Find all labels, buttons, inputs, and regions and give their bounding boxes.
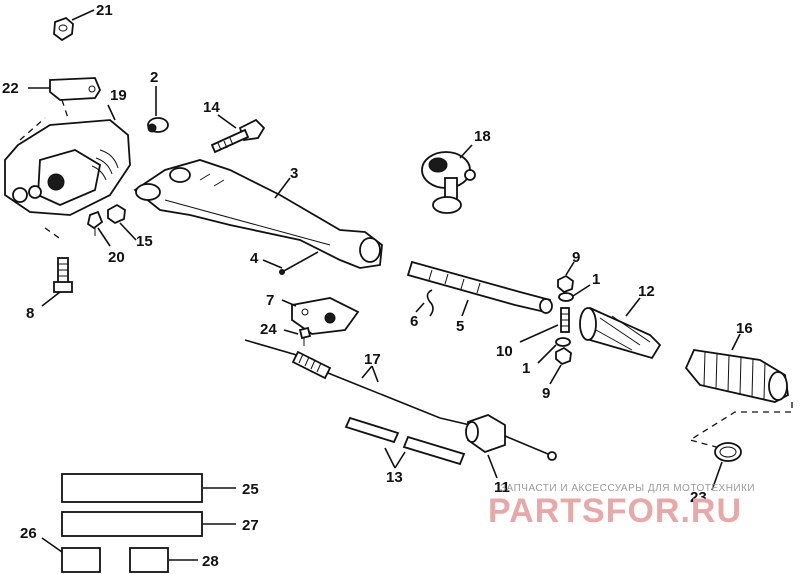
callout-16: 16: [736, 320, 753, 337]
part-13-sleeve-b[interactable]: [402, 435, 466, 466]
callout-9-upper: 9: [572, 249, 580, 266]
part-28-decal[interactable]: [129, 547, 169, 573]
part-9-nut-upper[interactable]: [557, 274, 574, 294]
part-25-decal[interactable]: [61, 473, 203, 503]
callout-22: 22: [2, 80, 19, 97]
part-15-nut[interactable]: [107, 203, 126, 225]
part-26-decal[interactable]: [61, 547, 101, 573]
callout-27: 27: [242, 517, 259, 534]
part-27-decal[interactable]: [61, 511, 203, 537]
callout-19: 19: [110, 87, 127, 104]
part-5-throttle-shaft[interactable]: [406, 260, 553, 314]
part-14-bolt[interactable]: [210, 118, 266, 154]
callout-18: 18: [474, 128, 491, 145]
part-20-grease-fitting[interactable]: [86, 210, 104, 236]
callout-10: 10: [496, 343, 513, 360]
part-13-sleeve-a[interactable]: [344, 416, 400, 444]
callout-2: 2: [150, 69, 158, 86]
callout-1-upper: 1: [592, 271, 600, 288]
part-22-bracket-plate[interactable]: [49, 77, 102, 119]
part-1-washer-lower[interactable]: [555, 337, 571, 347]
callout-6: 6: [410, 313, 418, 330]
part-16-handle-grip[interactable]: [684, 349, 789, 403]
part-19-swivel-bracket[interactable]: [4, 117, 131, 216]
callout-13: 13: [386, 469, 403, 486]
callout-11: 11: [494, 479, 510, 496]
callout-20: 20: [108, 249, 125, 266]
part-4-pin[interactable]: [279, 251, 319, 275]
part-3-steering-arm[interactable]: [133, 159, 383, 269]
callout-12: 12: [638, 283, 655, 300]
callout-23: 23: [690, 489, 707, 506]
callout-24: 24: [260, 321, 277, 338]
part-8-bolt[interactable]: [44, 227, 73, 293]
callout-1-lower: 1: [522, 360, 530, 377]
callout-25: 25: [242, 481, 259, 498]
callout-4: 4: [250, 250, 259, 267]
callout-3: 3: [290, 165, 298, 182]
callout-21: 21: [96, 2, 113, 19]
callout-28: 28: [202, 553, 219, 570]
part-7-bracket[interactable]: [291, 297, 360, 335]
part-9-nut-lower[interactable]: [555, 346, 572, 366]
part-1-washer-upper[interactable]: [558, 292, 574, 302]
part-23-ring[interactable]: [714, 442, 742, 462]
callout-5: 5: [456, 318, 464, 335]
part-10-pin[interactable]: [560, 307, 570, 333]
part-12-grip-insert[interactable]: [579, 306, 662, 360]
callout-17: 17: [364, 351, 381, 368]
callout-15: 15: [136, 233, 153, 250]
part-18-friction-assembly[interactable]: [421, 151, 476, 214]
callout-9-lower: 9: [542, 385, 550, 402]
part-24-screw[interactable]: [298, 326, 312, 346]
part-6-cotter[interactable]: [426, 289, 434, 317]
callout-7: 7: [266, 292, 274, 309]
part-11-cable-tube[interactable]: [465, 414, 557, 461]
part-21-nut[interactable]: [53, 16, 74, 42]
callout-8: 8: [26, 305, 34, 322]
watermark-brand: PARTSFOR.RU: [488, 492, 742, 530]
part-17-cable[interactable]: [244, 339, 471, 426]
callout-26: 26: [20, 525, 37, 542]
watermark-tagline: ЗАПЧАСТИ И АКСЕССУАРЫ ДЛЯ МОТОТЕХНИКИ: [500, 483, 755, 494]
callout-14: 14: [203, 99, 220, 116]
part-2-washer[interactable]: [147, 117, 169, 133]
